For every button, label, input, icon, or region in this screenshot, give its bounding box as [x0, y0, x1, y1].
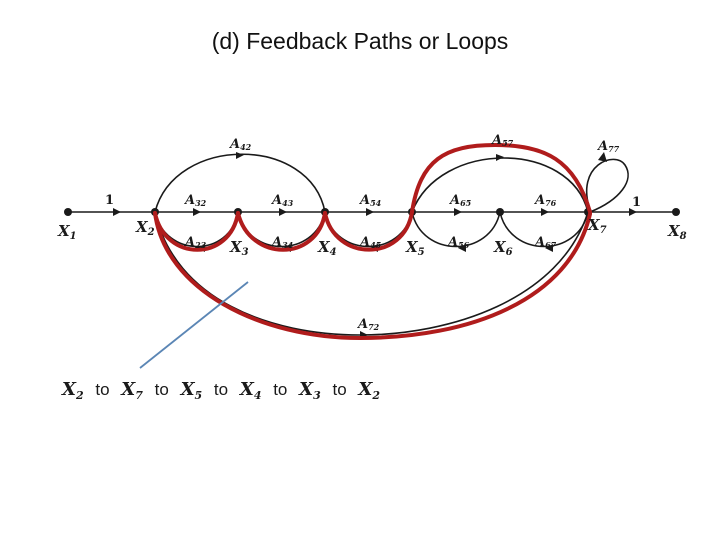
loop-x7-to-x5 [410, 143, 592, 214]
arrowhead-in [113, 208, 121, 216]
pointer-line [139, 281, 249, 369]
label-x5: X5 [405, 238, 425, 258]
arrowhead-a65 [454, 208, 462, 216]
loop-x4-to-x3 [236, 211, 327, 252]
branch-a57 [411, 157, 589, 213]
node-x1 [64, 208, 72, 216]
loop-x5-to-x4 [323, 210, 414, 252]
loop-path-caption: X2 to X7 to X5 to X4 to X3 to X2 [61, 379, 380, 404]
gain-a45: A45 [358, 235, 382, 250]
gain-a57: A57 [490, 133, 514, 148]
arrowhead-a32 [193, 208, 201, 216]
arrowhead-a67 [545, 244, 553, 252]
label-x4: X4 [317, 238, 337, 258]
arrowhead-a54 [366, 208, 374, 216]
gain-a23: A23 [183, 235, 207, 250]
gain-a54: A54 [358, 193, 382, 208]
gain-a43: A43 [270, 193, 294, 208]
gain-in: 1 [105, 193, 114, 208]
arrowhead-a76 [541, 208, 549, 216]
branch-a77 [585, 158, 629, 213]
branch-a72 [154, 211, 589, 336]
arrowhead-a42 [236, 152, 244, 159]
gain-a67: A67 [533, 235, 557, 250]
arrowhead-a43 [279, 208, 287, 216]
arrowhead-out [629, 208, 637, 216]
gain-a72: A72 [356, 317, 380, 332]
highlighted-loop [153, 143, 592, 340]
gain-a42: A42 [228, 137, 252, 152]
gain-a56: A56 [446, 235, 470, 250]
branch-labels: 1 1 A42 A32 A43 A54 A65 A76 A57 A77 A23 … [105, 133, 641, 332]
slide-title: (d) Feedback Paths or Loops [211, 28, 509, 54]
gain-out: 1 [632, 195, 641, 210]
gain-a65: A65 [448, 193, 472, 208]
label-x7: X7 [587, 216, 607, 236]
label-x1: X1 [57, 222, 77, 242]
node-x8 [672, 208, 680, 216]
gain-a32: A32 [183, 193, 207, 208]
gain-a76: A76 [533, 193, 557, 208]
branch-a42 [154, 153, 326, 213]
node-x6 [496, 208, 504, 216]
label-x3: X3 [229, 238, 249, 258]
loop-x3-to-x2 [153, 211, 240, 252]
label-x8: X8 [667, 222, 687, 242]
gain-a77: A77 [596, 139, 620, 154]
arrowhead-a56 [458, 244, 466, 252]
node-labels: X1 X2 X3 X4 X5 X6 X7 X8 [57, 216, 687, 258]
label-x6: X6 [493, 238, 513, 258]
branch-a56 [411, 211, 501, 248]
arrowhead-a57 [496, 154, 504, 161]
loop-x2-to-x7 [153, 211, 592, 340]
arrowhead-a77 [598, 152, 607, 162]
gain-a34: A34 [270, 235, 294, 250]
label-x2: X2 [135, 218, 155, 238]
